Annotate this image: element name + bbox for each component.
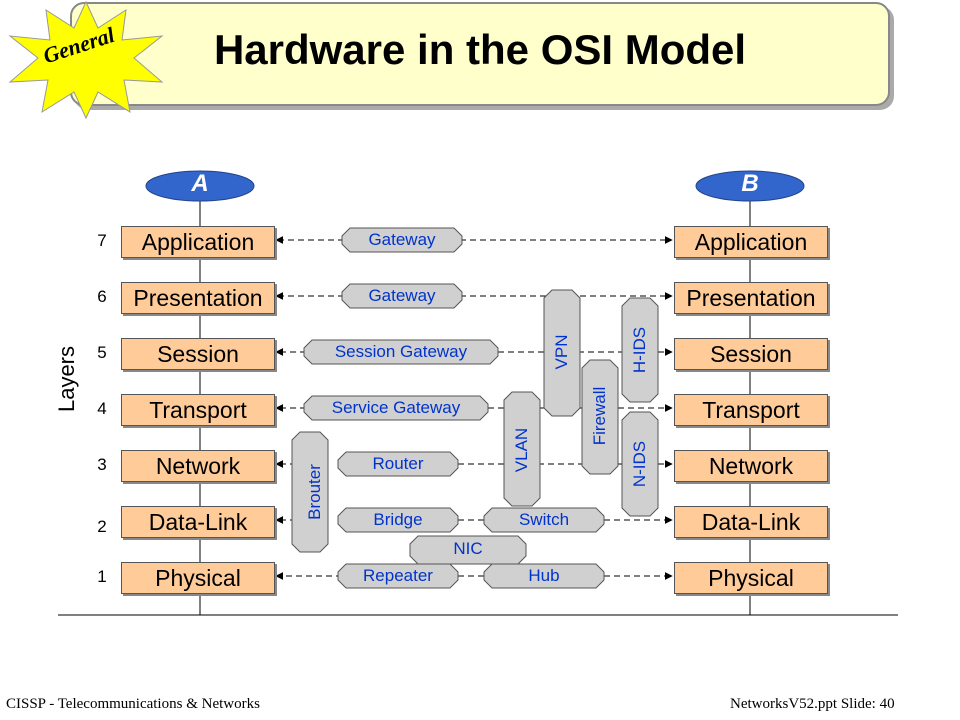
layer-box-left: Presentation — [121, 282, 275, 314]
node-b-label: B — [741, 170, 759, 197]
layer-box-left: Data-Link — [121, 506, 275, 538]
device-vlan: VLAN — [512, 427, 531, 473]
device-bridge: Bridge — [373, 510, 423, 529]
layer-box-left: Physical — [121, 562, 275, 594]
layer-box-left: Session — [121, 338, 275, 370]
title-banner: Hardware in the OSI Model — [70, 2, 890, 106]
device-brouter: Brouter — [305, 464, 324, 520]
footer-course: CISSP - Telecommunications & Networks — [6, 696, 260, 712]
device-firewall-shape — [581, 359, 619, 475]
layer-box-right: Session — [674, 338, 828, 370]
device-repeater-shape — [337, 563, 459, 589]
layer-box-left: Network — [121, 450, 275, 482]
device-gateway-6-shape — [341, 283, 463, 309]
device-repeater: Repeater — [363, 566, 433, 585]
device-hub-shape — [483, 563, 605, 589]
layer-box-right: Transport — [674, 394, 828, 426]
footer-slide-info: NetworksV52.ppt Slide: 40 — [730, 696, 895, 712]
device-vlan-shape — [503, 391, 541, 507]
slide-title: Hardware in the OSI Model — [213, 26, 747, 73]
device-nids: N-IDS — [630, 440, 649, 488]
device-session-gateway-shape — [303, 339, 499, 365]
layer-number: 3 — [97, 455, 107, 474]
layer-number: 5 — [97, 343, 107, 362]
device-router-shape — [337, 451, 459, 477]
node-b-ellipse — [695, 170, 805, 202]
device-gateway-7: Gateway — [368, 230, 436, 249]
device-switch-shape — [483, 507, 605, 533]
layer-box-right: Data-Link — [674, 506, 828, 538]
starburst-shape — [8, 0, 164, 120]
device-nic: NIC — [453, 539, 483, 558]
device-brouter-shape — [291, 431, 329, 553]
node-a-label: A — [191, 170, 209, 197]
device-nids-shape — [621, 411, 659, 517]
general-badge: General — [6, 0, 166, 120]
layer-box-right: Network — [674, 450, 828, 482]
device-hub: Hub — [528, 566, 560, 585]
layer-box-left: Application — [121, 226, 275, 258]
device-router: Router — [372, 454, 424, 473]
layer-box-right: Presentation — [674, 282, 828, 314]
device-bridge-shape — [337, 507, 459, 533]
layer-number: 4 — [97, 399, 107, 418]
device-hids: H-IDS — [630, 326, 649, 374]
device-hids-shape — [621, 297, 659, 403]
layer-number: 7 — [97, 231, 107, 250]
device-vpn: VPN — [552, 334, 571, 370]
device-service-gateway-shape — [303, 395, 489, 421]
node-a-ellipse — [145, 170, 255, 202]
layer-box-right: Application — [674, 226, 828, 258]
device-session-gateway: Session Gateway — [334, 342, 468, 361]
layer-number: 6 — [97, 287, 107, 306]
layer-box-left: Transport — [121, 394, 275, 426]
layer-number: 1 — [97, 567, 107, 586]
device-service-gateway: Service Gateway — [331, 398, 461, 417]
device-vpn-shape — [543, 289, 581, 417]
layer-number: 2 — [97, 517, 107, 536]
device-switch: Switch — [518, 510, 570, 529]
device-gateway-7-shape — [341, 227, 463, 253]
device-firewall: Firewall — [590, 386, 609, 446]
layers-axis-label: Layers — [54, 345, 79, 413]
device-gateway-6: Gateway — [368, 286, 436, 305]
layer-box-right: Physical — [674, 562, 828, 594]
